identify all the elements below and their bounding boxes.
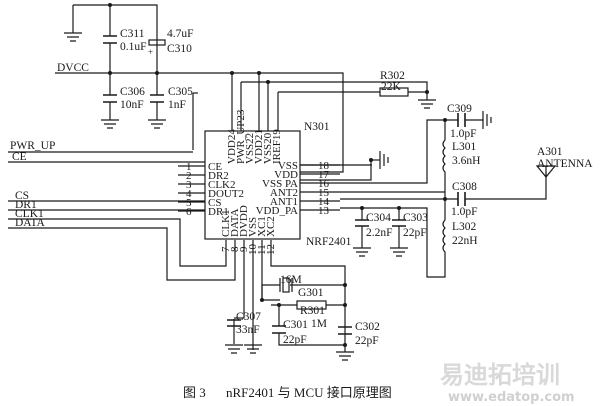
- pin-2-name: DR2: [208, 170, 229, 182]
- c301-value: 22pF: [283, 334, 307, 346]
- ce-net-label: CE: [12, 151, 27, 163]
- mcu-signals: PWR_UP CE CS DR1 CLK1 DATA: [8, 140, 236, 281]
- dvcc-net-label: DVCC: [57, 62, 89, 74]
- c303-value: 22pF: [403, 227, 427, 239]
- ic-ref: N301: [304, 121, 330, 133]
- c301-ref: C301: [283, 319, 308, 331]
- pin-14-num: 14: [318, 196, 330, 208]
- pin-4-name: DOUT2: [208, 188, 244, 200]
- c309-value: 1.0pF: [450, 128, 477, 140]
- c306-ref: C306: [120, 86, 145, 98]
- pin-1-num: 1: [186, 161, 192, 173]
- figure-caption: 图 3 nRF2401 与 MCU 接口原理图: [183, 385, 392, 400]
- clk1-net-label: CLK1: [15, 208, 44, 220]
- right-pins: 18 17 16 15 14 13 VSS VDD VSS PA ANT2 AN…: [256, 160, 340, 217]
- dr1-net-label: DR1: [15, 199, 37, 211]
- g301-value: 16M: [280, 274, 302, 286]
- pin-18-num: 18: [318, 160, 330, 172]
- c302-ref: C302: [355, 321, 380, 333]
- pin-23-label: PWR_UP23: [235, 109, 247, 164]
- decoupling-network: + C311 0.1uF 4.7uF C310 DVCC C306 10nF C…: [55, 3, 230, 150]
- pin-10-name: VSS: [247, 217, 259, 237]
- pin-17-name: VDD: [274, 169, 298, 181]
- pin-19-label: IREF19: [271, 129, 283, 164]
- c311-ref: C311: [120, 28, 145, 40]
- c310-ref: C310: [167, 43, 192, 55]
- c308-value: 1.0pF: [451, 206, 478, 218]
- r302-value: 22K: [381, 81, 402, 93]
- cs-net-label: CS: [15, 190, 29, 202]
- c310-polarity: +: [148, 47, 153, 57]
- pin-5-num: 5: [186, 197, 192, 209]
- c310-value: 4.7uF: [167, 28, 194, 40]
- left-pins: 1 2 3 4 5 6 CE DR2 CLK2 DOUT2 CS DR1: [178, 161, 244, 218]
- c311-value: 0.1uF: [120, 41, 147, 53]
- r302-ref: R302: [380, 70, 405, 82]
- nrf2401-ic: N301 NRF2401 1 2 3 4 5 6 CE DR2 CLK2 DOU…: [178, 109, 352, 255]
- a301-ref: A301: [537, 146, 563, 158]
- g301-ref: G301: [298, 287, 324, 299]
- caption-text: nRF2401 与 MCU 接口原理图: [226, 385, 392, 400]
- c307-ref: C307: [236, 311, 261, 323]
- l301-ref: L301: [452, 141, 477, 153]
- pin-16-num: 16: [318, 178, 330, 190]
- pin-15-name: ANT2: [270, 187, 298, 199]
- pin-5-name: CS: [208, 197, 221, 209]
- pin-11-name: XC1: [256, 216, 268, 237]
- c305-value: 1nF: [168, 99, 186, 111]
- pin-12-name: XC2: [265, 216, 277, 237]
- a301-value: ANTENNA: [537, 158, 593, 170]
- c304-ref: C304: [366, 212, 391, 224]
- pin-22-label: VSS22: [244, 133, 256, 164]
- c309-ref: C309: [447, 103, 472, 115]
- c308-ref: C308: [452, 181, 477, 193]
- antenna-icon: [535, 165, 557, 178]
- pin-7-name: CLK1: [220, 210, 232, 238]
- pin-13-num: 13: [318, 205, 330, 217]
- c302-value: 22pF: [355, 335, 379, 347]
- watermark-url: www.edatop.com: [448, 390, 575, 405]
- pin-6-num: 6: [186, 206, 192, 218]
- watermark: 易迪拓培训 www.edatop.com: [440, 361, 575, 405]
- c305-ref: C305: [168, 86, 193, 98]
- c304-value: 2.2nF: [366, 227, 393, 239]
- top-pin-wiring: R302 22K: [230, 70, 436, 181]
- pin-1-name: CE: [208, 161, 222, 173]
- crystal-network: C307 33nF 16M G301 R301 1M C301 22pF C30…: [225, 240, 380, 361]
- pin-2-num: 2: [186, 170, 192, 182]
- pin-6-name: DR1: [208, 206, 229, 218]
- pin-15-num: 15: [318, 187, 330, 199]
- pin-3-num: 3: [186, 179, 192, 191]
- pin-24-label: VDD24: [226, 129, 238, 164]
- data-net-label: DATA: [15, 217, 45, 229]
- rf-matching-network: C309 1.0pF L301 3.6nH C308 1.0pF L302 22…: [340, 103, 593, 278]
- pin-14-name: ANT1: [270, 196, 298, 208]
- r301-value: 1M: [311, 318, 327, 330]
- pin-8-name: DATA: [229, 208, 241, 237]
- l302-ref: L302: [452, 221, 477, 233]
- pin-17-num: 17: [318, 169, 330, 181]
- pin-16-name: VSS PA: [262, 178, 298, 190]
- c307-value: 33nF: [236, 324, 260, 336]
- ground-icon: [64, 32, 82, 42]
- l301-value: 3.6nH: [452, 155, 480, 167]
- pin-18-name: VSS: [278, 160, 298, 172]
- pin-9-name: DVDD: [238, 205, 250, 237]
- pin-21-label: VDD21: [253, 129, 265, 164]
- pwr-up-net-label: PWR_UP: [10, 140, 55, 152]
- pin-20-label: VSS20: [262, 132, 274, 164]
- pin-13-name: VDD_PA: [256, 205, 298, 217]
- caption-figure-number: 图 3: [183, 385, 206, 400]
- pin-3-name: CLK2: [208, 179, 236, 191]
- c303-ref: C303: [403, 212, 428, 224]
- top-pins: VDD24 PWR_UP23 VSS22 VDD21 VSS20 IREF19: [226, 109, 283, 164]
- l302-value: 22nH: [452, 235, 478, 247]
- ic-part: NRF2401: [306, 236, 352, 248]
- c306-value: 10nF: [120, 99, 144, 111]
- pin-4-num: 4: [186, 188, 192, 200]
- watermark-brand: 易迪拓培训: [440, 361, 560, 389]
- r301-ref: R301: [300, 305, 325, 317]
